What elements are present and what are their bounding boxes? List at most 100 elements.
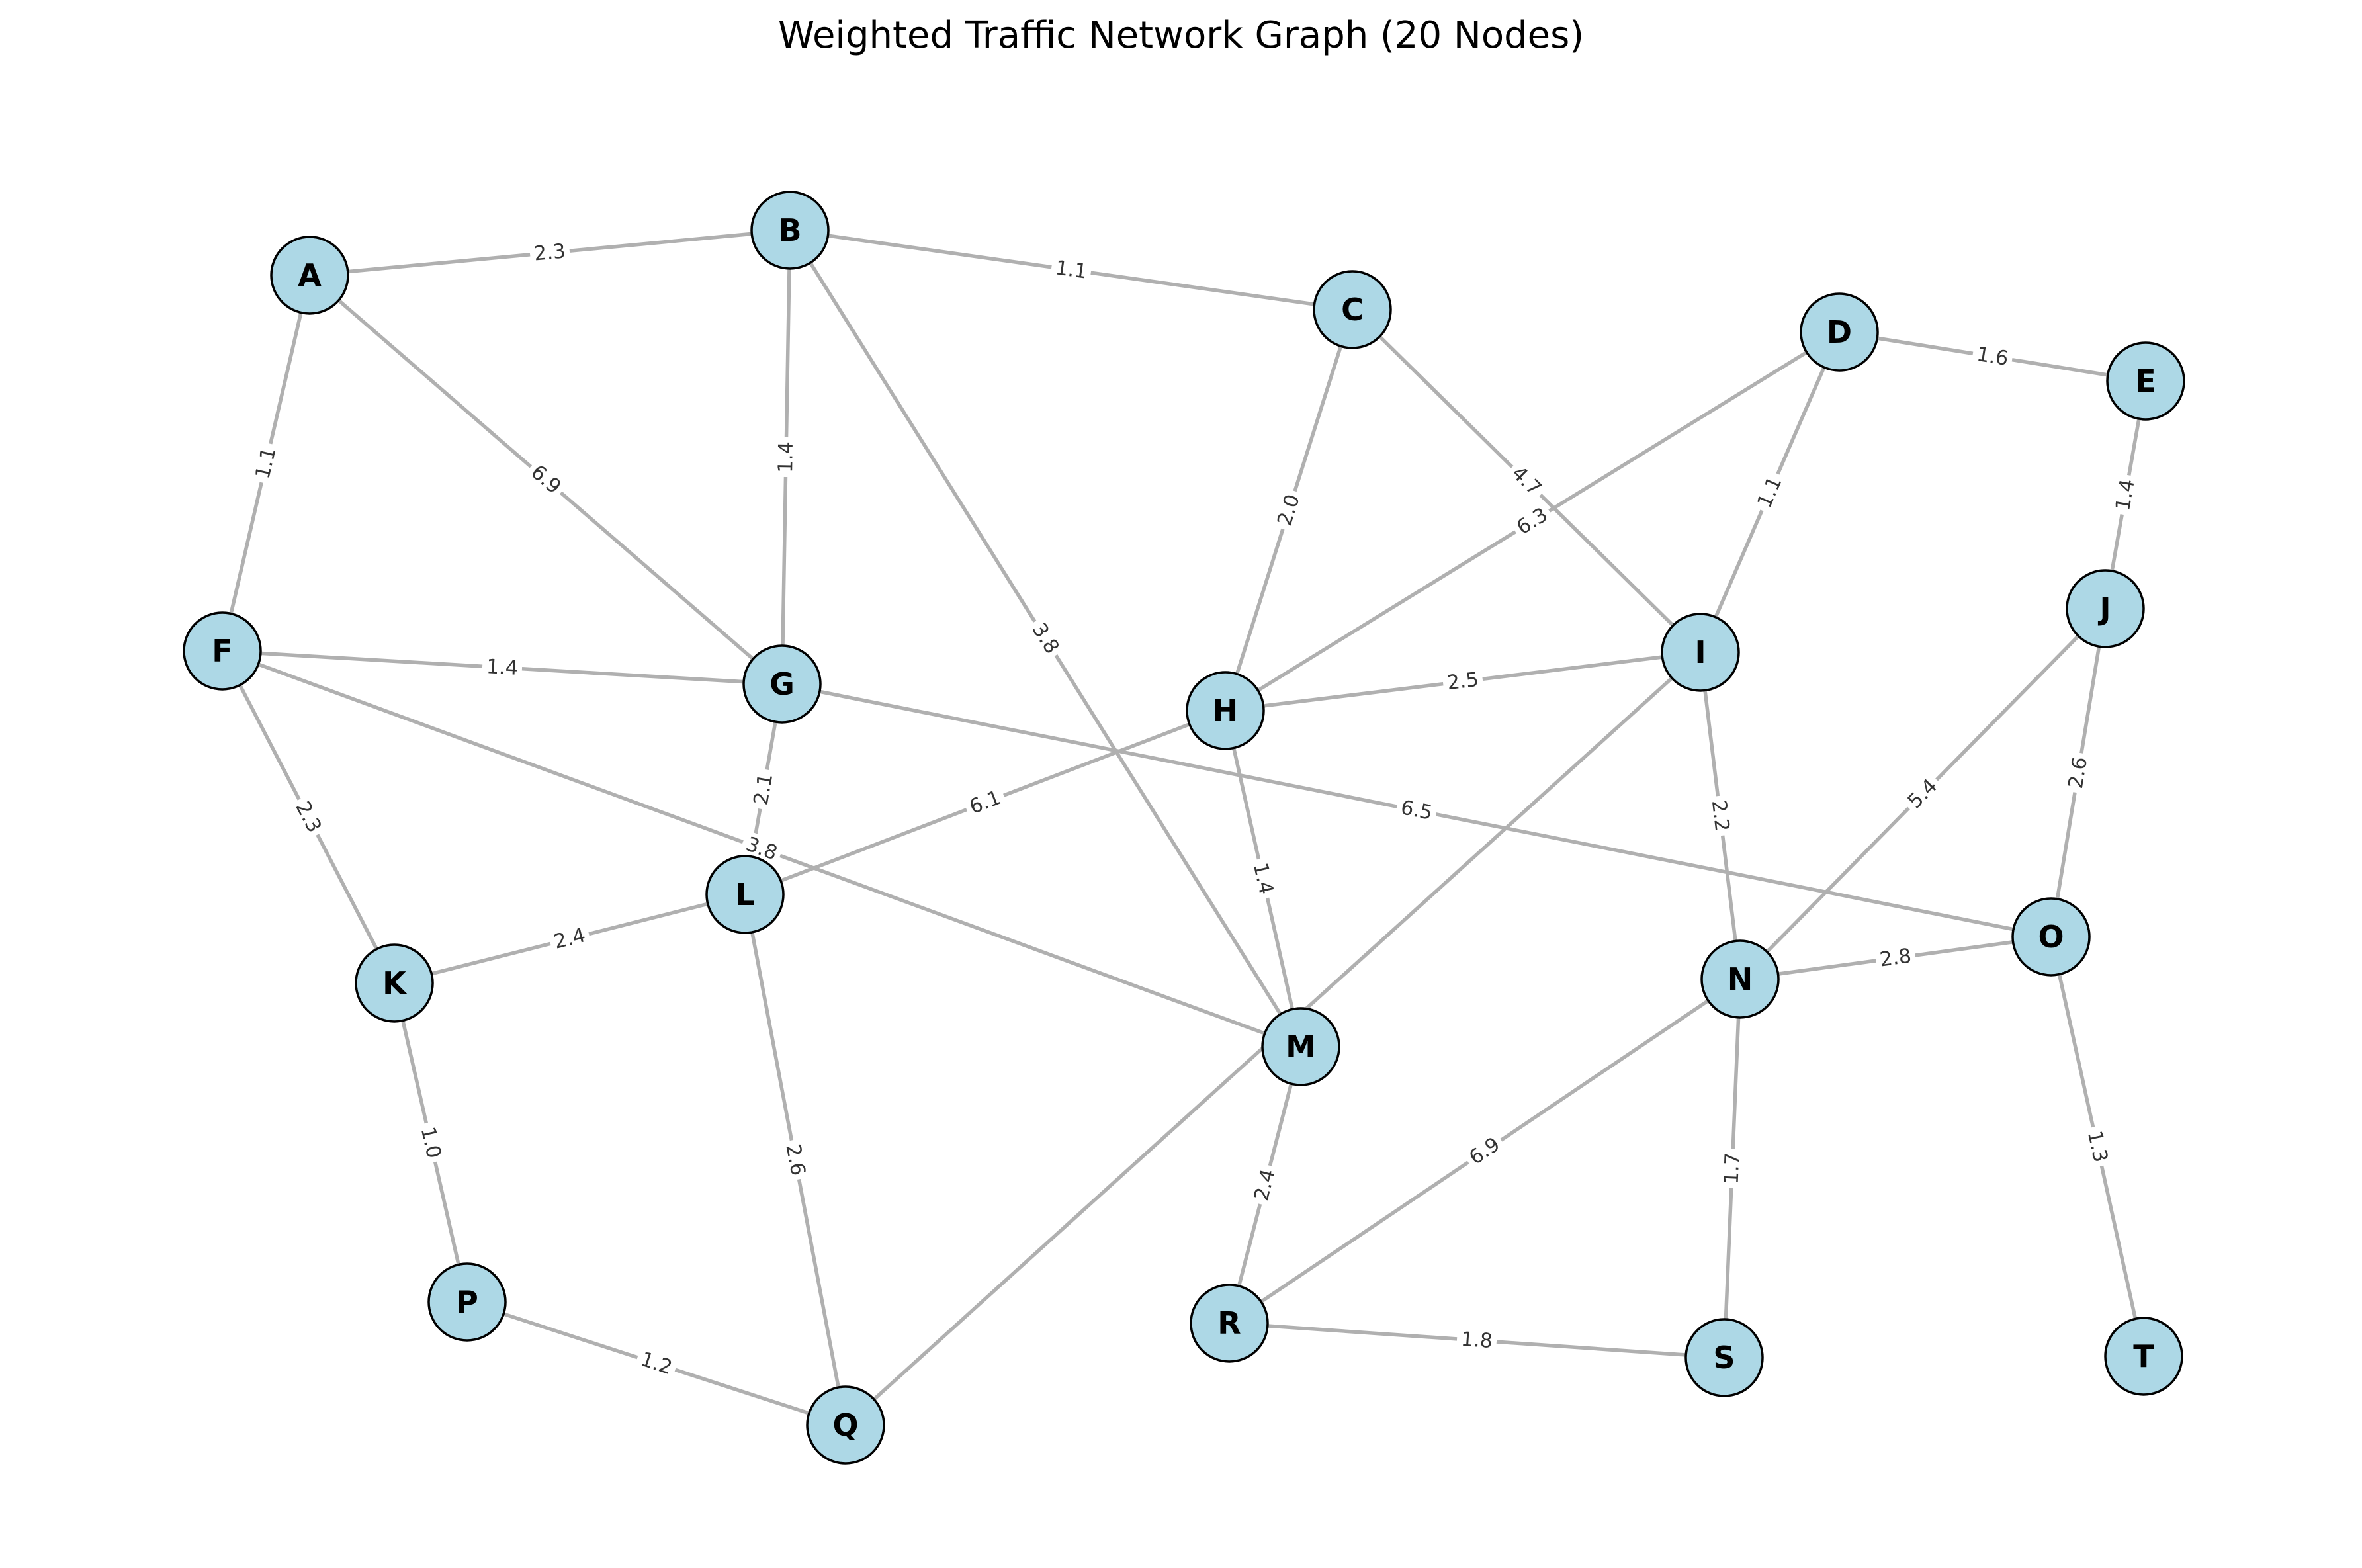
edge-label-K-P: 1.0	[414, 1120, 448, 1165]
edge-weight-text: 1.6	[1975, 343, 2010, 370]
edge-label-B-C: 1.1	[1049, 254, 1093, 286]
node-label: E	[2135, 363, 2156, 399]
edge-label-B-M: 3.8	[1024, 615, 1067, 662]
edge-label-L-Q: 2.6	[779, 1137, 812, 1182]
node-S: S	[1684, 1318, 1764, 1397]
node-circle	[1661, 613, 1740, 692]
edge-label-background	[1270, 487, 1307, 533]
edge-label-background	[1246, 856, 1280, 901]
edge-label-K-L: 2.4	[547, 922, 592, 956]
edge-label-J-O: 2.6	[2062, 751, 2094, 795]
node-label: F	[212, 633, 232, 669]
edge-label-D-H: 6.3	[1509, 500, 1556, 543]
edge-weight-text: 2.0	[1273, 492, 1305, 529]
edge-label-background	[1049, 254, 1093, 286]
node-H: H	[1186, 671, 1265, 750]
node-label: S	[1713, 1340, 1735, 1375]
edge-label-M-R: 2.4	[1248, 1162, 1282, 1207]
edge-weight-text: 1.4	[774, 441, 798, 473]
edge-weight-text: 1.0	[416, 1125, 446, 1160]
graph-title: Weighted Traffic Network Graph (20 Nodes…	[778, 14, 1584, 57]
node-T: T	[2104, 1317, 2183, 1396]
node-label: L	[735, 877, 754, 912]
edge-label-background	[773, 437, 799, 478]
node-label: J	[2097, 591, 2111, 627]
node-label: D	[1827, 314, 1852, 350]
node-label: R	[1217, 1305, 1241, 1341]
edge-label-background	[481, 654, 523, 681]
edge-weight-text: 2.5	[1446, 668, 1480, 695]
node-N: N	[1700, 939, 1780, 1019]
edge-label-G-O: 6.5	[1394, 794, 1439, 827]
node-circle	[1684, 1318, 1764, 1397]
edge-label-background	[633, 1345, 679, 1382]
node-circle	[270, 236, 349, 315]
node-label: K	[382, 965, 408, 1001]
node-circle	[1700, 939, 1780, 1019]
node-D: D	[1800, 292, 1879, 372]
node-label: T	[2133, 1338, 2154, 1374]
node-circle	[2011, 897, 2091, 977]
node-P: P	[427, 1262, 507, 1342]
edge-label-background	[288, 793, 329, 841]
edge-label-background	[529, 238, 571, 267]
node-L: L	[705, 855, 785, 934]
edge-weight-text: 1.3	[2083, 1129, 2112, 1164]
edge-label-background	[2109, 473, 2142, 517]
edge-label-background	[249, 441, 283, 486]
edge-label-background	[1441, 666, 1485, 697]
node-circle	[1261, 1007, 1340, 1086]
node-C: C	[1313, 270, 1392, 349]
edge-label-background	[2080, 1124, 2115, 1169]
edge-weight-text: 2.2	[1707, 799, 1733, 833]
edge-weight-text: 2.6	[781, 1142, 809, 1177]
edge-weight-text: 1.8	[1460, 1328, 1493, 1353]
edge-label-E-J: 1.4	[2109, 473, 2142, 517]
node-label: C	[1341, 292, 1364, 327]
edge-weight-text: 2.4	[552, 924, 588, 954]
node-circle	[1190, 1284, 1269, 1363]
node-circle	[2066, 569, 2145, 648]
node-circle	[355, 943, 434, 1023]
edge-label-B-G: 1.4	[773, 437, 799, 478]
edge-label-F-K: 2.3	[288, 793, 329, 841]
edge-weight-text: 2.6	[2064, 756, 2092, 791]
node-J: J	[2066, 569, 2145, 648]
edge-label-background	[748, 767, 779, 811]
node-label: N	[1728, 961, 1753, 997]
edge-weight-text: 2.1	[750, 771, 778, 806]
edges-layer	[220, 228, 2148, 1427]
edge-label-N-O: 2.8	[1874, 943, 1917, 973]
edge-label-D-E: 1.6	[1970, 341, 2015, 372]
edge-label-H-I: 2.5	[1441, 666, 1485, 697]
edge-label-A-F: 1.1	[249, 441, 283, 486]
edge-label-J-N: 5.4	[1900, 771, 1946, 817]
node-M: M	[1261, 1007, 1340, 1086]
node-circle	[427, 1262, 507, 1342]
edge-label-O-T: 1.3	[2080, 1124, 2115, 1169]
edge-label-background	[414, 1120, 448, 1165]
edge-label-D-I: 1.1	[1750, 468, 1790, 516]
edge-label-R-S: 1.8	[1456, 1326, 1498, 1355]
node-K: K	[355, 943, 434, 1023]
edge-label-I-N: 2.2	[1705, 794, 1735, 838]
edge-label-background	[1456, 1326, 1498, 1355]
edge-label-background	[522, 457, 570, 502]
node-I: I	[1661, 613, 1740, 692]
edge-weight-text: 1.4	[486, 655, 519, 680]
edge-weight-text: 2.3	[533, 240, 567, 265]
edge-label-background	[1750, 468, 1790, 516]
node-circle	[1800, 292, 1879, 372]
edge-label-H-L: 6.1	[962, 783, 1008, 822]
edge-label-background	[1394, 794, 1439, 827]
node-label: B	[778, 212, 801, 248]
edge-label-background	[1705, 794, 1735, 838]
edge-label-N-S: 1.7	[1718, 1148, 1746, 1189]
edge-label-F-G: 1.4	[481, 654, 523, 681]
edge-weight-text: 2.4	[1250, 1167, 1280, 1203]
node-Q: Q	[806, 1385, 885, 1465]
node-label: O	[2038, 919, 2064, 955]
